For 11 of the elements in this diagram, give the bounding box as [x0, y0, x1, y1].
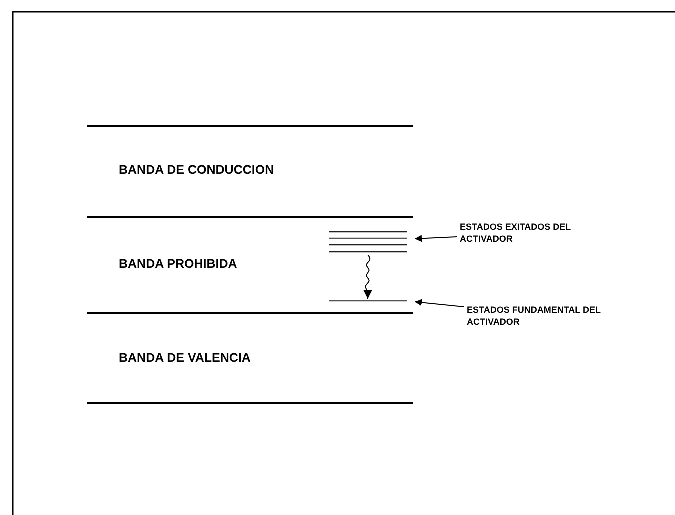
energy-levels: [329, 231, 407, 254]
energy-band: [87, 125, 413, 218]
leader-arrow: [414, 235, 458, 242]
wavy-arrow: [364, 254, 372, 300]
annotation-label: ESTADOS EXITADOS DEL ACTIVADOR: [460, 221, 572, 245]
band-label: BANDA PROHIBIDA: [119, 257, 238, 271]
band-label: BANDA DE VALENCIA: [119, 351, 251, 365]
annotation-label: ESTADOS FUNDAMENTAL DEL ACTIVADOR: [467, 304, 602, 328]
band-label: BANDA DE CONDUCCION: [119, 163, 274, 177]
energy-band: [87, 312, 413, 404]
leader-arrow: [414, 299, 464, 308]
